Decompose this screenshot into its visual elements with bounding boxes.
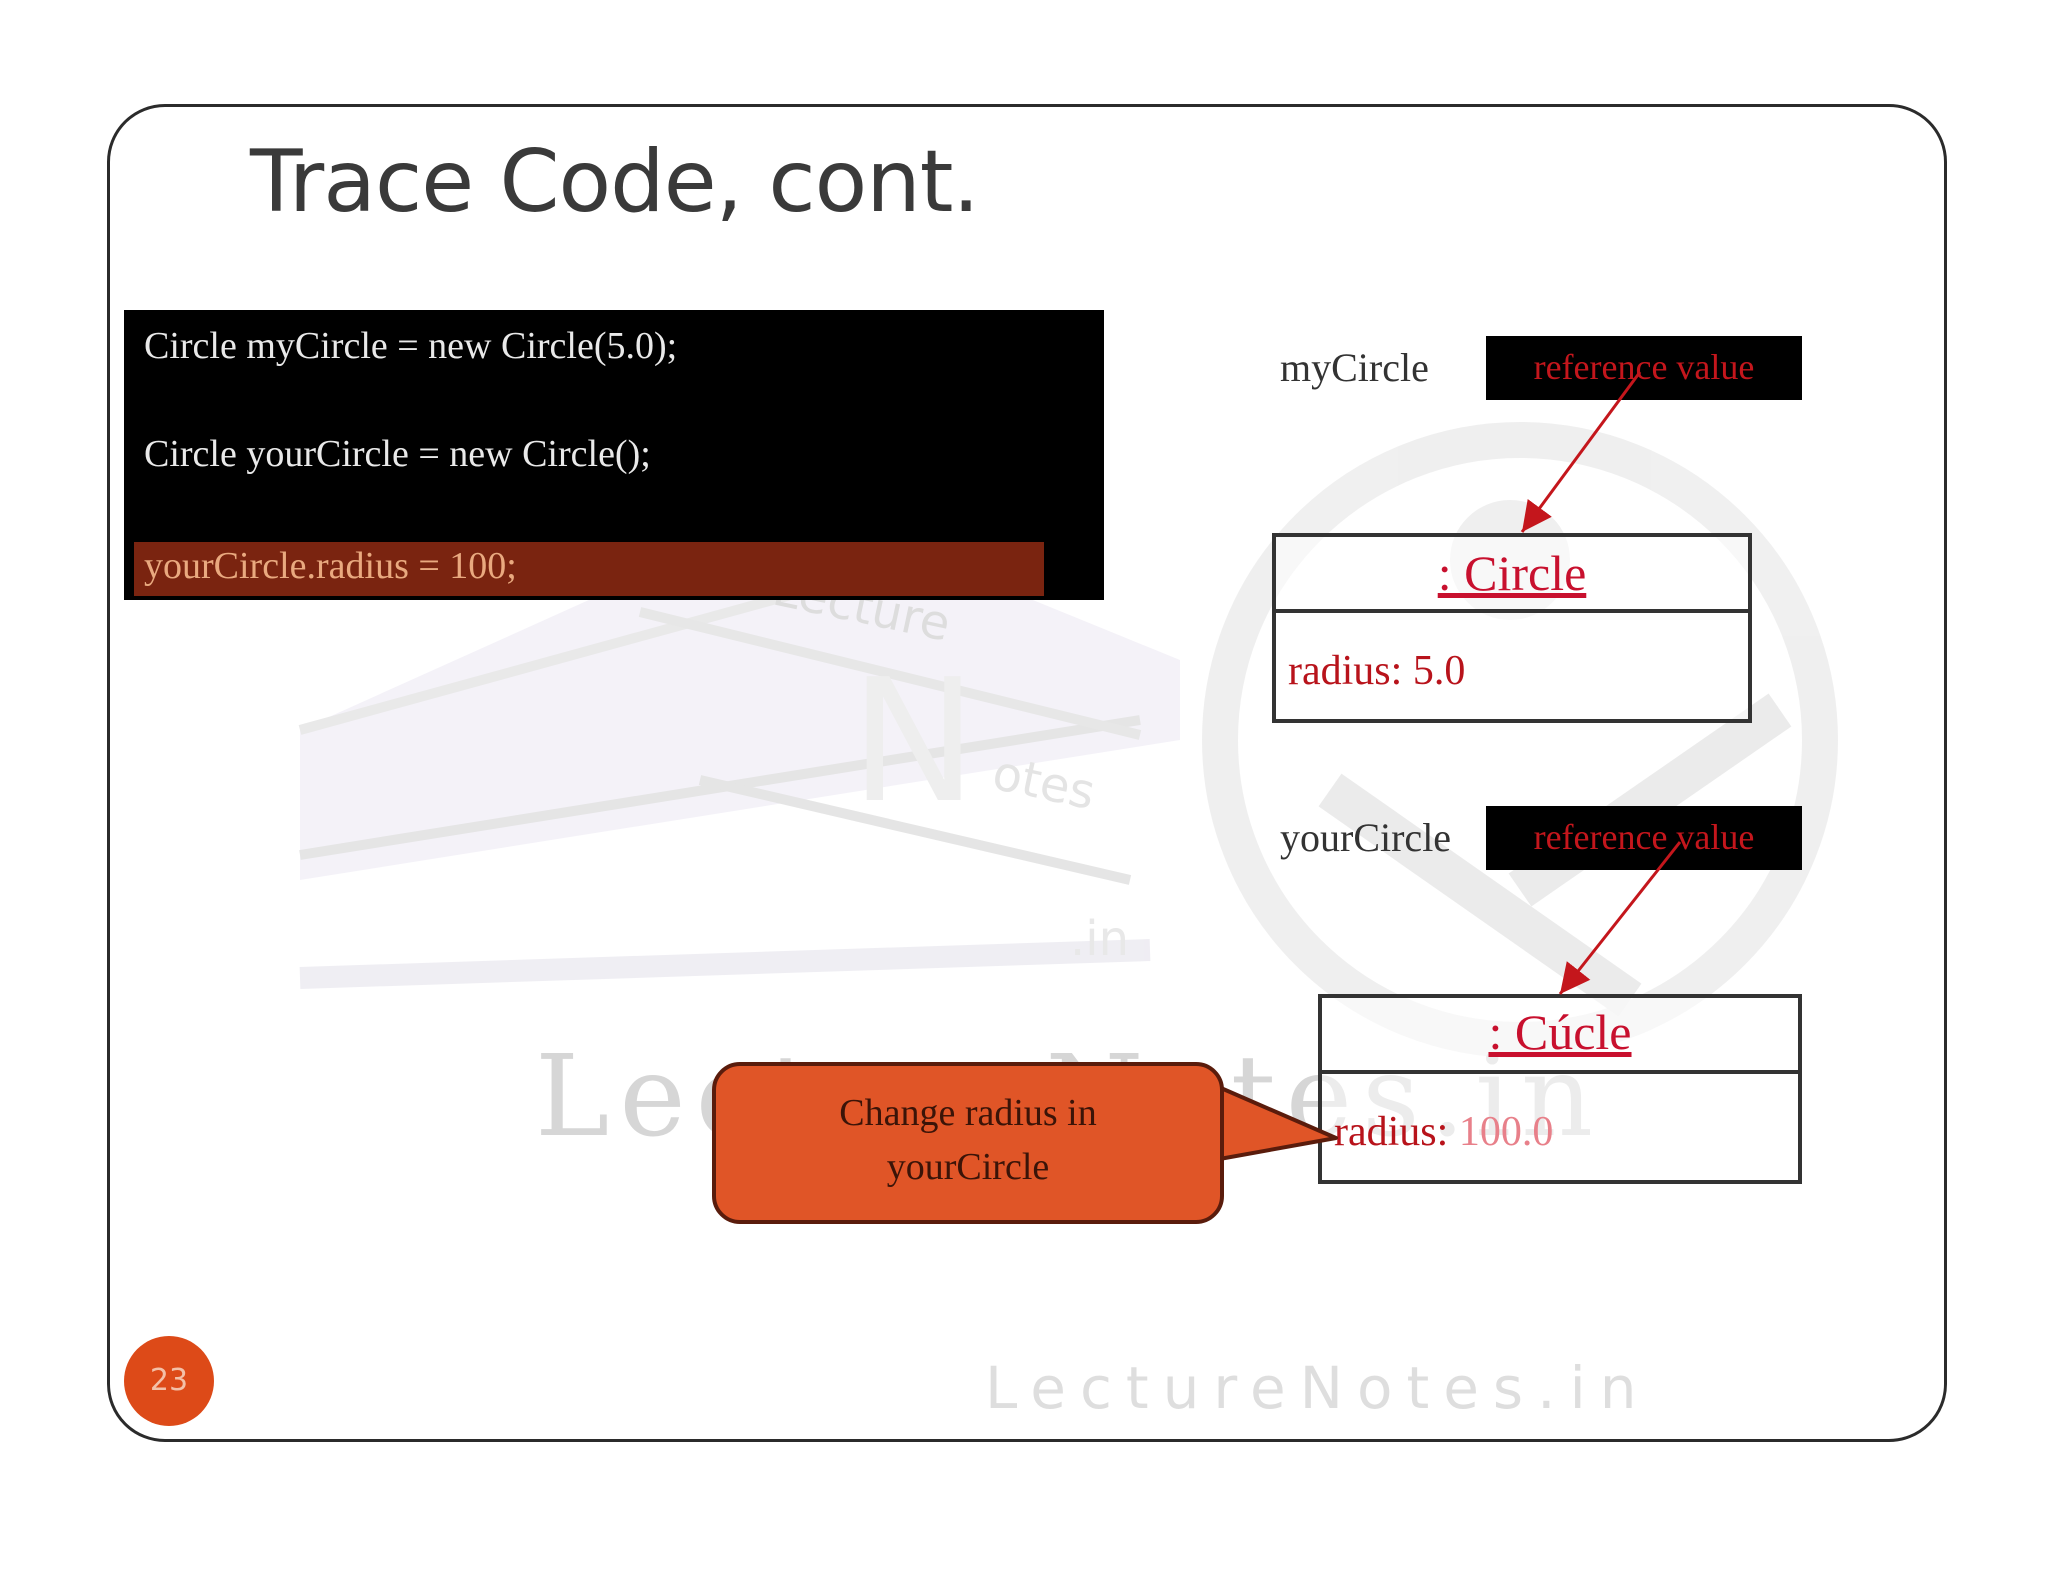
callout-line-2: yourCircle (886, 1146, 1050, 1188)
code-line-3: yourCircle.radius = 100; (144, 545, 517, 587)
code-block: Circle myCircle = new Circle(5.0); Circl… (124, 310, 1104, 600)
mycircle-object-box: : Circle radius: 5.0 (1272, 533, 1752, 723)
callout-line-1: Change radius in (839, 1092, 1097, 1134)
mycircle-reference-arrow (1520, 371, 1642, 533)
change-radius-callout: Change radius in yourCircle (712, 1062, 1224, 1224)
yourcircle-reference-box: reference value (1486, 806, 1802, 870)
var-yourcircle-label: yourCircle (1280, 815, 1452, 860)
code-line-1: Circle myCircle = new Circle(5.0); (144, 325, 678, 367)
mycircle-reference-box: reference value (1486, 336, 1802, 400)
page-number-badge: 23 (124, 1336, 214, 1426)
yourcircle-object-title: : Cúcle (1322, 998, 1798, 1074)
mycircle-radius-field: radius: 5.0 (1288, 647, 1465, 695)
mycircle-object-title: : Circle (1276, 537, 1748, 613)
code-highlight-bar (134, 542, 1044, 596)
slide-title: Trace Code, cont. (250, 132, 980, 232)
yourcircle-radius-value: 100.0 (1458, 1109, 1554, 1155)
code-line-2: Circle yourCircle = new Circle(); (144, 433, 651, 475)
callout-pointer (1212, 1083, 1338, 1162)
yourcircle-radius-name: radius: (1334, 1109, 1449, 1155)
mycircle-radius-value: 5.0 (1412, 648, 1466, 694)
mycircle-radius-name: radius: (1288, 648, 1403, 694)
var-mycircle-label: myCircle (1280, 345, 1429, 390)
yourcircle-radius-field: radius: 100.0 (1334, 1108, 1553, 1156)
yourcircle-reference-arrow (1558, 841, 1682, 995)
yourcircle-object-box: : Cúcle radius: 100.0 (1318, 994, 1802, 1184)
